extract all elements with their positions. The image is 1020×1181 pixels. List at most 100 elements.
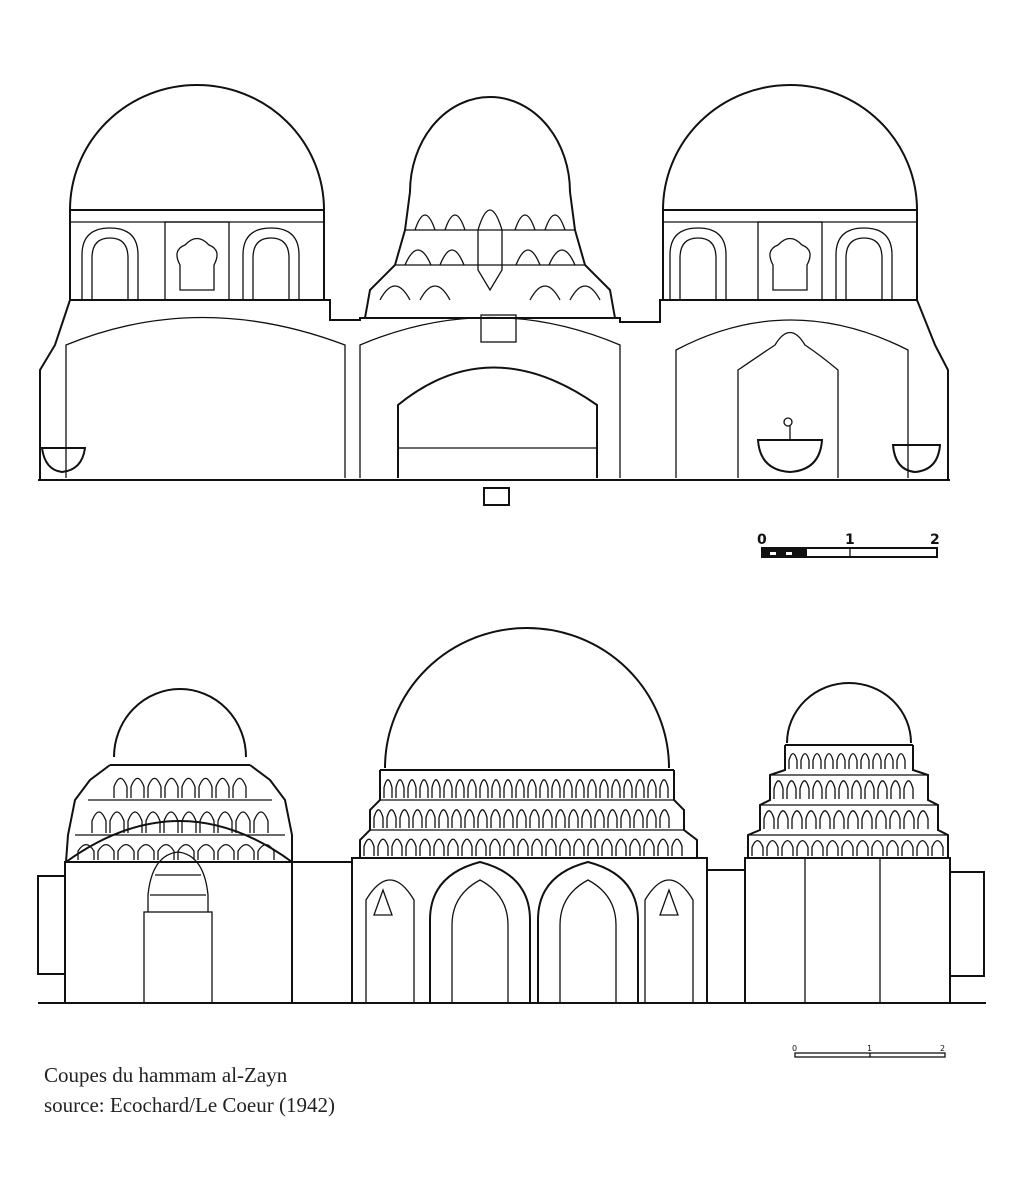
muqarnas-cell: [799, 780, 810, 799]
muqarnas-cell: [800, 752, 810, 769]
muqarnas-cell: [615, 838, 627, 856]
top-section: 0 1 2: [38, 84, 950, 558]
muqarnas-cell: [137, 843, 155, 860]
muqarnas-cell: [109, 811, 125, 833]
muqarnas-cell: [373, 809, 384, 828]
muqarnas-cell: [587, 779, 597, 798]
top-drain: [483, 487, 510, 506]
muqarnas-cell: [198, 777, 213, 798]
muqarnas-cell: [475, 838, 487, 856]
muqarnas-cell: [796, 839, 809, 856]
bottom-left-block: [64, 861, 293, 1004]
bottom-middle-side-niche-left: [365, 879, 415, 1003]
muqarnas-cell: [629, 838, 641, 856]
muqarnas-cell: [847, 810, 859, 829]
top-middle-muqarnas: [364, 191, 616, 319]
muqarnas-cell: [181, 777, 196, 798]
muqarnas-cell: [164, 777, 179, 798]
muqarnas-cell: [763, 810, 775, 829]
muqarnas-cell: [542, 809, 553, 828]
muqarnas-cell: [573, 838, 585, 856]
bottom-middle-arch-left: [429, 860, 531, 1003]
muqarnas-cell: [399, 809, 410, 828]
muqarnas-cell: [461, 838, 473, 856]
muqarnas-cell: [643, 838, 655, 856]
muqarnas-cell: [451, 809, 462, 828]
top-right-fountain-niche: [737, 331, 839, 478]
top-right-drum: [662, 209, 918, 301]
muqarnas-cell: [489, 838, 501, 856]
muqarnas-cell: [594, 809, 605, 828]
muqarnas-cell: [751, 839, 764, 856]
muqarnas-cell: [575, 779, 585, 798]
muqarnas-cell: [587, 838, 599, 856]
top-right-window: [769, 237, 811, 291]
muqarnas-cell: [551, 779, 561, 798]
muqarnas-cell: [838, 780, 849, 799]
muqarnas-cell: [875, 810, 887, 829]
muqarnas-cell: [824, 752, 834, 769]
muqarnas-cell: [517, 838, 529, 856]
muqarnas-cell: [479, 779, 489, 798]
muqarnas-cell: [848, 752, 858, 769]
muqarnas-cell: [812, 780, 823, 799]
muqarnas-cell: [646, 809, 657, 828]
muqarnas-cell: [431, 779, 441, 798]
top-left-basin: [40, 447, 87, 474]
muqarnas-cell: [117, 843, 135, 860]
muqarnas-cell: [825, 780, 836, 799]
muqarnas-cell: [633, 809, 644, 828]
muqarnas-cell: [91, 811, 107, 833]
muqarnas-cell: [503, 838, 515, 856]
muqarnas-cell: [130, 777, 145, 798]
scale-label-0: 0: [757, 532, 767, 548]
muqarnas-cell: [412, 809, 423, 828]
muqarnas-cell: [836, 752, 846, 769]
muqarnas-cell: [77, 843, 95, 860]
bottom-scale-bar: 0 1 2: [792, 1044, 946, 1058]
muqarnas-cell: [491, 779, 501, 798]
muqarnas-cell: [405, 838, 417, 856]
top-right-dome: [662, 84, 918, 211]
muqarnas-cell: [555, 809, 566, 828]
top-middle-arch: [359, 316, 621, 478]
muqarnas-cell: [232, 777, 247, 798]
top-right-basin: [891, 444, 942, 474]
muqarnas-cell: [563, 779, 573, 798]
muqarnas-cell: [97, 843, 115, 860]
muqarnas-cell: [647, 779, 657, 798]
top-right-arch: [675, 319, 909, 478]
bottom-left-arch: [65, 820, 293, 863]
muqarnas-cell: [377, 838, 389, 856]
muqarnas-cell: [890, 780, 901, 799]
muqarnas-cell: [659, 809, 670, 828]
top-left-dome: [69, 84, 325, 211]
muqarnas-cell: [503, 809, 514, 828]
muqarnas-cell: [856, 839, 869, 856]
muqarnas-cell: [623, 779, 633, 798]
bottom-middle-muqarnas: [359, 770, 698, 858]
bottom-middle-side-niche-right: [644, 879, 694, 1003]
muqarnas-cell: [872, 752, 882, 769]
top-fountain-basin: [756, 439, 824, 474]
muqarnas-cell: [438, 809, 449, 828]
muqarnas-cell: [620, 809, 631, 828]
muqarnas-cell: [127, 811, 143, 833]
scale-label-1: 1: [845, 532, 855, 548]
muqarnas-cell: [199, 811, 215, 833]
muqarnas-cell: [467, 779, 477, 798]
caption-title: Coupes du hammam al-Zayn: [44, 1063, 288, 1087]
muqarnas-cell: [871, 839, 884, 856]
bottom-middle-dome: [384, 627, 670, 769]
muqarnas-cell: [545, 838, 557, 856]
top-left-niche: [81, 227, 139, 300]
muqarnas-cell: [811, 839, 824, 856]
muqarnas-cell: [147, 777, 162, 798]
muqarnas-cell: [531, 838, 543, 856]
muqarnas-cell: [464, 809, 475, 828]
muqarnas-cell: [477, 809, 488, 828]
muqarnas-cell: [896, 752, 906, 769]
muqarnas-cell: [490, 809, 501, 828]
muqarnas-cell: [884, 752, 894, 769]
